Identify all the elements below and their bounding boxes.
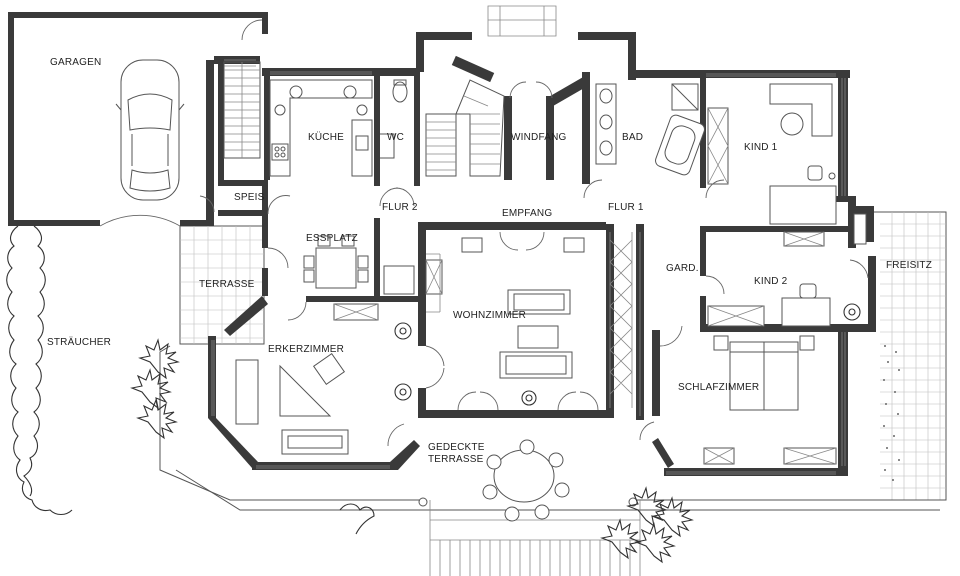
label-essplatz: ESSPLATZ	[306, 233, 358, 244]
bath-fixtures	[595, 83, 729, 185]
label-gedeckte-line2: TERRASSE	[428, 454, 484, 465]
door-swings	[199, 19, 869, 447]
label-erkerzimmer: ERKERZIMMER	[268, 344, 344, 355]
label-kueche: KÜCHE	[308, 131, 344, 143]
stairs	[223, 61, 505, 177]
plant-icons	[130, 303, 861, 564]
erker-furniture	[235, 352, 349, 455]
label-terrasse: TERRASSE	[199, 279, 255, 290]
label-garagen: GARAGEN	[50, 57, 101, 68]
kind1-furniture	[769, 83, 867, 245]
site-lines	[159, 345, 946, 576]
label-kind1: KIND 1	[744, 142, 778, 153]
label-gard: GARD.	[666, 263, 699, 274]
label-windfang: WINDFANG	[511, 132, 567, 143]
label-kind2: KIND 2	[754, 276, 788, 287]
label-flur1: FLUR 1	[608, 202, 644, 213]
label-wc: WC	[387, 132, 404, 143]
car-icon	[115, 59, 185, 201]
label-bad: BAD	[622, 132, 643, 143]
dining-furniture	[303, 235, 443, 321]
living-furniture	[426, 237, 585, 379]
label-gedeckte-line1: GEDECKTE	[428, 442, 485, 453]
label-empfang: EMPFANG	[502, 208, 552, 219]
label-schlafzimmer: SCHLAFZIMMER	[678, 382, 759, 393]
label-wohnzimmer: WOHNZIMMER	[453, 310, 526, 321]
room-labels: GARAGEN KÜCHE WC WINDFANG BAD KIND 1 SPE…	[47, 57, 932, 465]
bedroom-furniture	[703, 335, 837, 465]
kind2-furniture	[707, 231, 831, 327]
label-flur2: FLUR 2	[382, 202, 418, 213]
label-freisitz: FREISITZ	[886, 260, 932, 271]
terrace-table	[418, 439, 638, 522]
label-speis: SPEIS	[234, 192, 265, 203]
windows	[211, 5, 846, 475]
garage	[8, 12, 268, 227]
kitchen-fixtures	[269, 79, 408, 177]
hedge	[6, 225, 73, 516]
label-straeucher: STRÄUCHER	[47, 336, 111, 348]
